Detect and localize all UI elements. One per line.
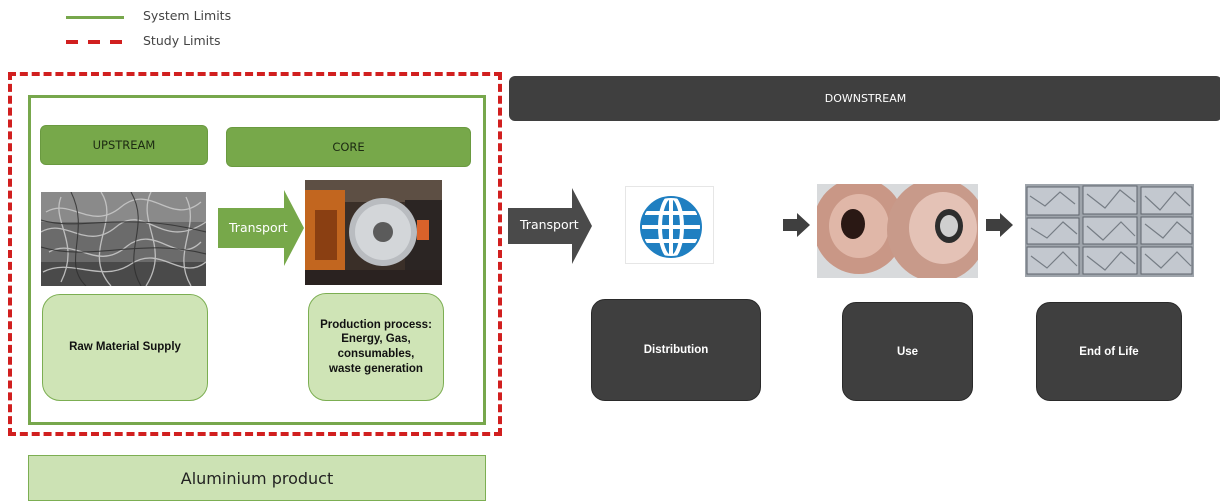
arrow-to-end-of-life-icon [986, 213, 1013, 237]
transport-arrow-upstream [218, 190, 304, 266]
legend-system-limits-label: System Limits [143, 8, 232, 23]
core-header: CORE [226, 127, 471, 167]
production-process-box: Production process: Energy, Gas, consuma… [308, 293, 444, 401]
aluminium-product-box: Aluminium product [28, 455, 486, 501]
transport-label-1: Transport [229, 220, 288, 235]
raw-material-supply-box: Raw Material Supply [42, 294, 208, 401]
end-of-life-label: End of Life [1079, 345, 1139, 358]
use-image [817, 184, 978, 278]
distribution-box: Distribution [591, 299, 761, 401]
downstream-header: DOWNSTREAM [509, 76, 1220, 121]
production-image [305, 180, 442, 285]
legend-study-limits-line [66, 40, 124, 44]
legend-system-limits-line [66, 16, 124, 19]
globe-icon [625, 186, 714, 264]
arrow-to-use-icon [783, 213, 810, 237]
production-line-1: Production process: [320, 318, 432, 331]
aluminium-product-label: Aluminium product [180, 468, 334, 488]
end-of-life-image [1025, 184, 1194, 277]
raw-material-supply-label: Raw Material Supply [69, 341, 181, 354]
use-label: Use [896, 345, 919, 358]
end-of-life-box: End of Life [1036, 302, 1182, 401]
production-line-2: Energy, Gas, [341, 333, 411, 346]
legend-study-limits-label: Study Limits [143, 33, 221, 48]
production-line-3: consumables, [337, 348, 415, 360]
upstream-header: UPSTREAM [40, 125, 208, 165]
raw-material-image [41, 192, 206, 286]
study-limits-boundary [8, 72, 502, 436]
transport-arrow-downstream [508, 188, 592, 264]
production-line-4: waste generation [329, 362, 423, 375]
distribution-label: Distribution [643, 344, 709, 356]
use-box: Use [842, 302, 973, 401]
system-limits-boundary [28, 95, 486, 425]
transport-label-2: Transport [520, 217, 579, 232]
